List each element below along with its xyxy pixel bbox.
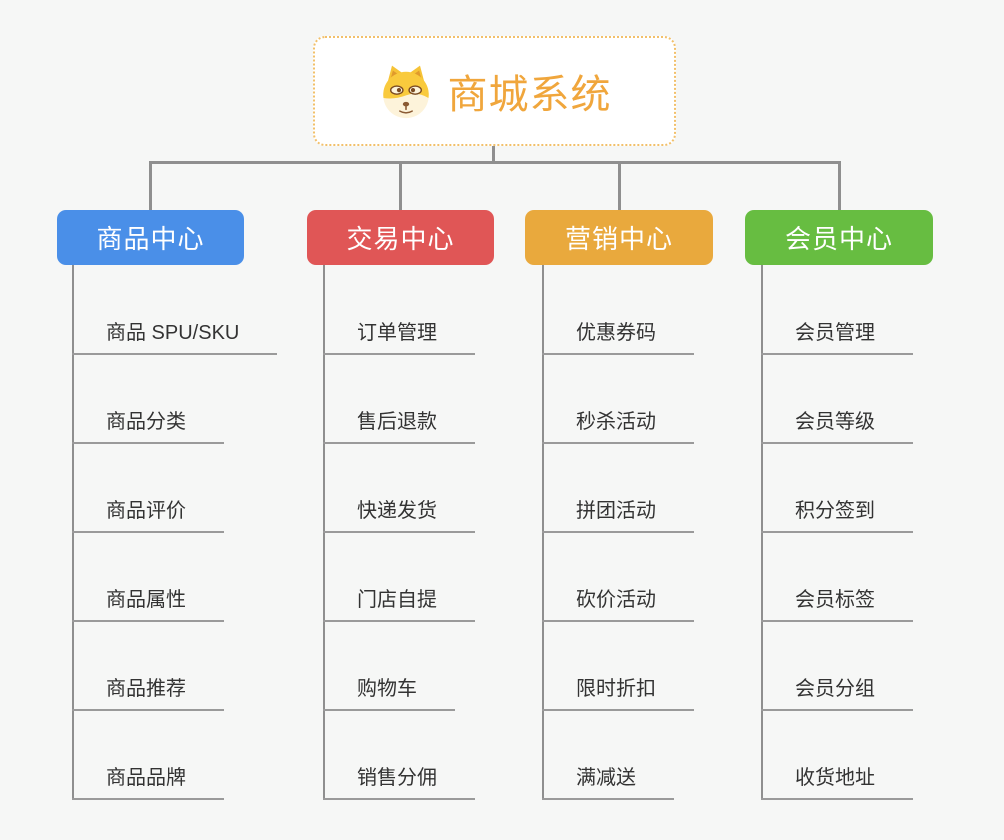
leaf-node[interactable]: 积分签到 [761,487,913,533]
leaf-node[interactable]: 快递发货 [323,487,475,533]
drop-line-1 [149,161,152,210]
root-title: 商城系统 [447,73,612,117]
leaf-node[interactable]: 商品推荐 [72,665,224,711]
leaf-node[interactable]: 会员管理 [761,309,913,355]
dog-face-icon [378,63,434,119]
leaf-node[interactable]: 会员标签 [761,576,913,622]
branch-node-trade[interactable]: 交易中心 [307,210,494,265]
drop-line-4 [838,161,841,210]
leaf-node[interactable]: 订单管理 [323,309,475,355]
leaf-node[interactable]: 商品 SPU/SKU [72,309,278,355]
leaf-node[interactable]: 商品评价 [72,487,224,533]
leaf-node[interactable]: 砍价活动 [542,576,694,622]
leaf-node[interactable]: 购物车 [323,665,455,711]
root-stub-line [492,146,495,162]
leaf-node[interactable]: 门店自提 [323,576,475,622]
leaf-node[interactable]: 商品品牌 [72,754,224,800]
root-node[interactable]: 商城系统 [313,36,676,146]
bus-line [149,161,839,164]
branch-node-marketing[interactable]: 营销中心 [525,210,713,265]
branch-node-members[interactable]: 会员中心 [745,210,933,265]
leaf-node[interactable]: 优惠券码 [542,309,694,355]
leaf-node[interactable]: 会员分组 [761,665,913,711]
drop-line-3 [618,161,621,210]
leaf-node[interactable]: 商品分类 [72,398,224,444]
leaf-node[interactable]: 满减送 [542,754,674,800]
leaf-node[interactable]: 收货地址 [761,754,913,800]
leaf-node[interactable]: 售后退款 [323,398,475,444]
leaf-node[interactable]: 秒杀活动 [542,398,694,444]
leaf-node[interactable]: 会员等级 [761,398,913,444]
branch-node-products[interactable]: 商品中心 [57,210,244,265]
leaf-node[interactable]: 拼团活动 [542,487,694,533]
leaf-node[interactable]: 销售分佣 [323,754,475,800]
leaf-node[interactable]: 商品属性 [72,576,224,622]
leaf-node[interactable]: 限时折扣 [542,665,694,711]
drop-line-2 [399,161,402,210]
